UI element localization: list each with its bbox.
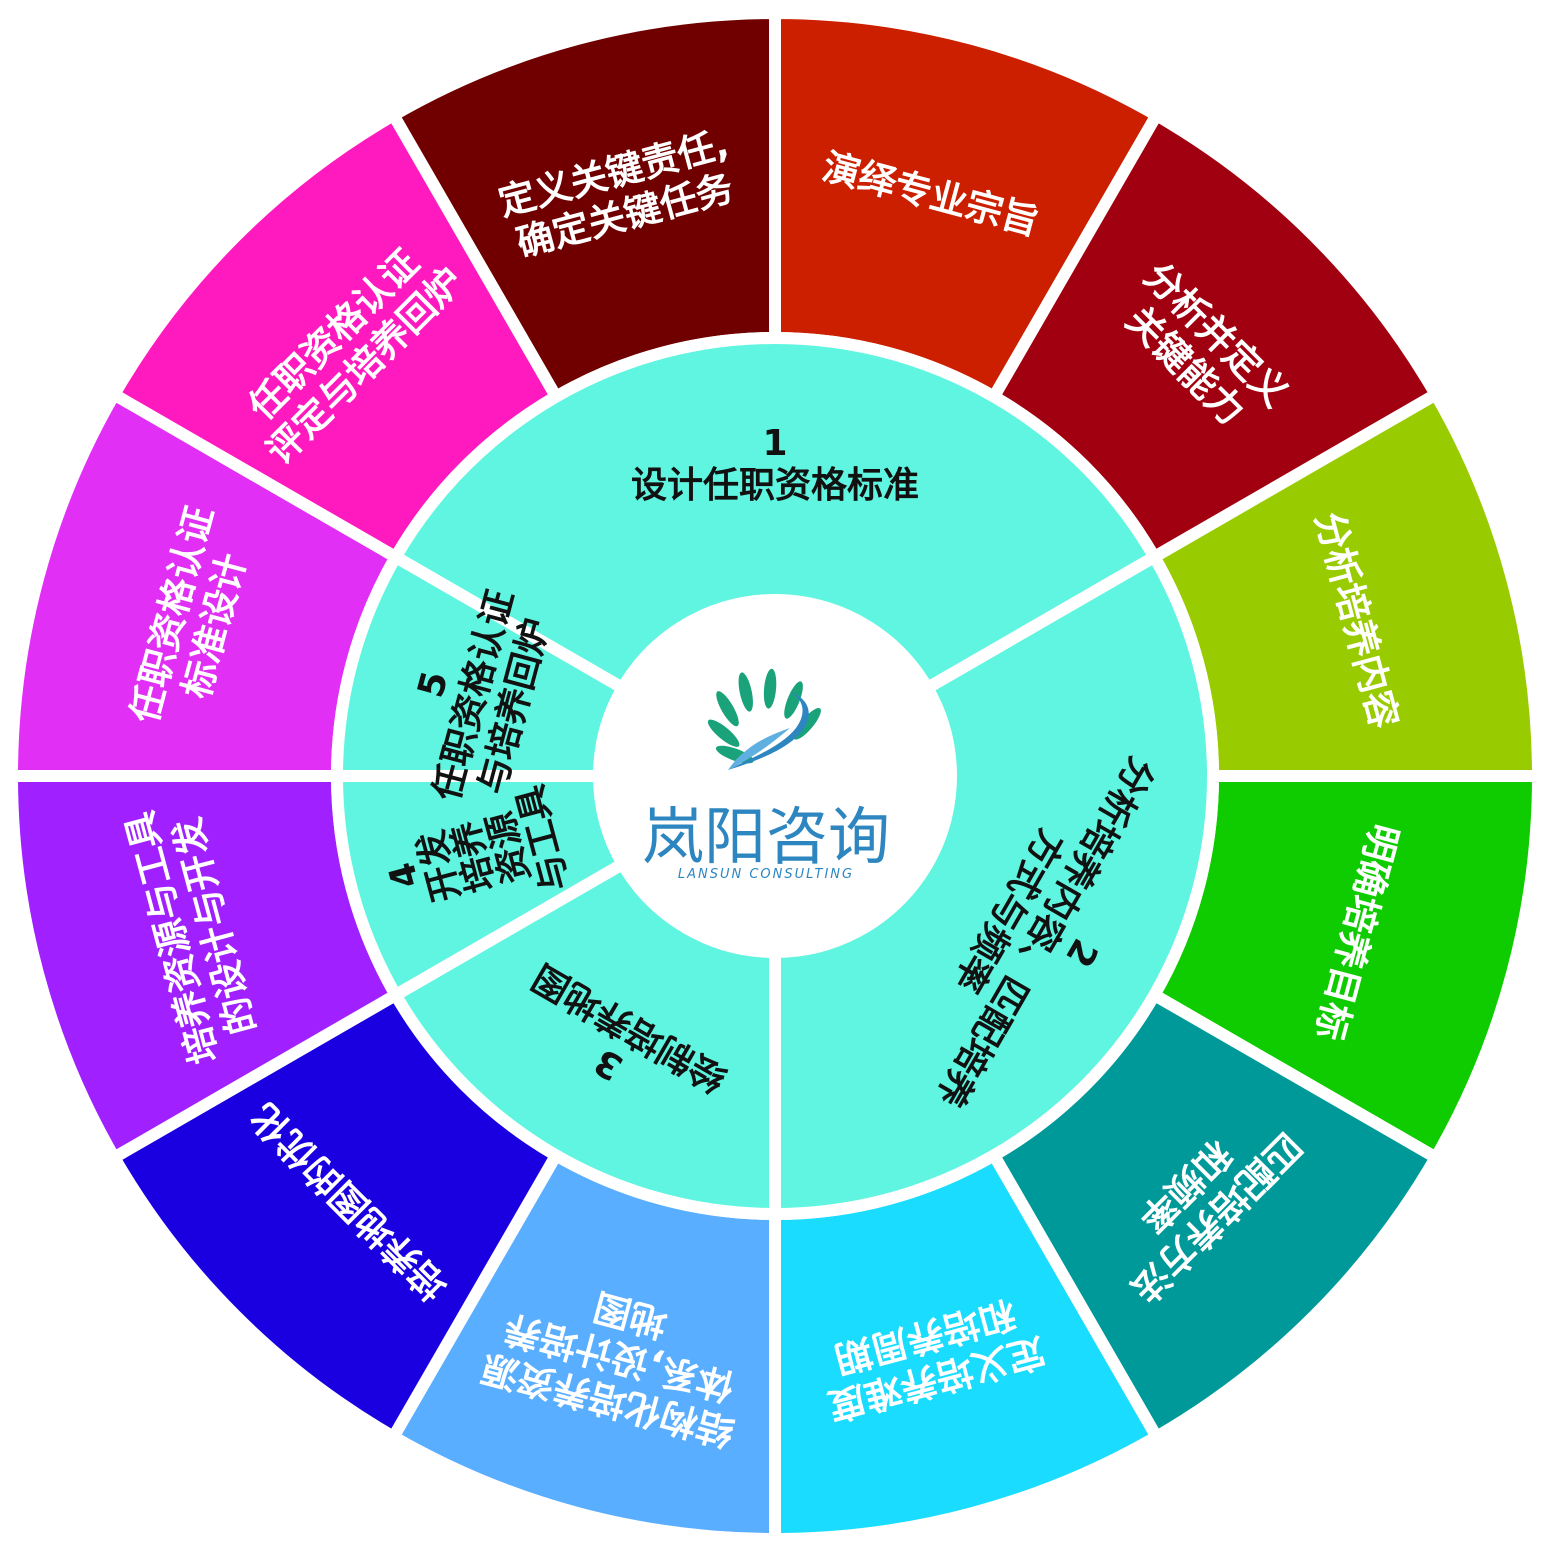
logo-icon bbox=[707, 668, 821, 770]
logo-name-cn: 岚阳咨询 bbox=[642, 800, 890, 873]
center-logo: 岚阳咨询 LANSUN CONSULTING bbox=[594, 595, 956, 957]
outer-ring: 定义关键责任,确定关键任务演绎专业宗旨分析并定义关键能力分析培养内容明确培养目标… bbox=[5, 6, 1545, 1546]
logo-name-en: LANSUN CONSULTING bbox=[678, 867, 854, 882]
center-circle bbox=[594, 595, 956, 957]
inner-segment-label-4: 4开发培养资源与工具 bbox=[371, 781, 578, 933]
